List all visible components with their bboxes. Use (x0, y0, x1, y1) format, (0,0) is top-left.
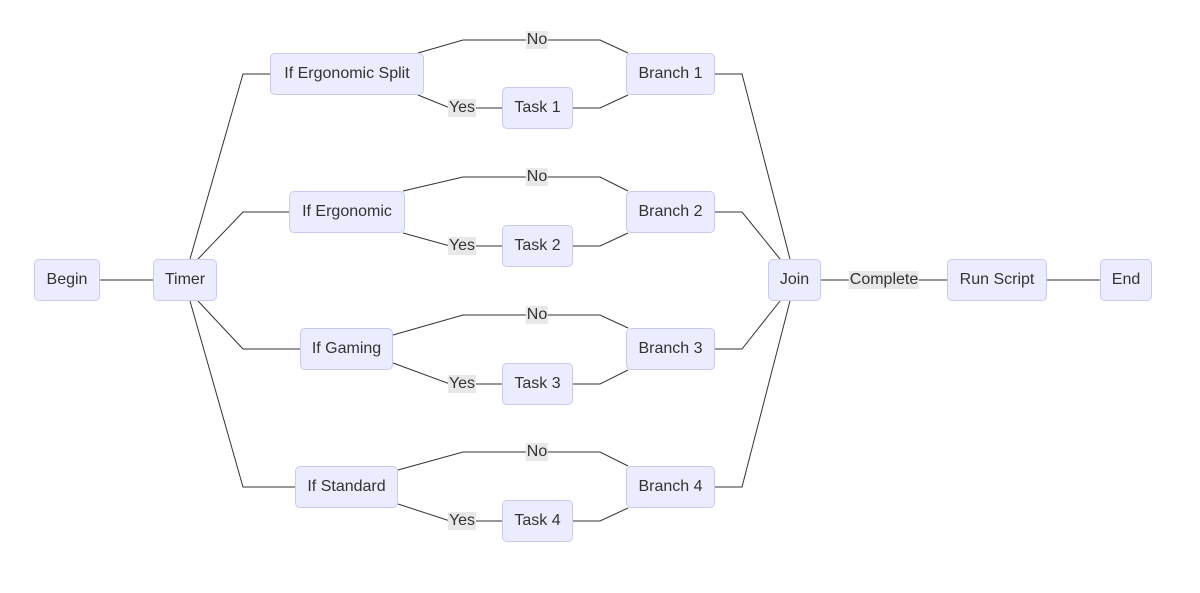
edge-branch1-join (715, 73, 791, 260)
node-branch-2[interactable]: Branch 2 (626, 191, 715, 233)
node-task-2[interactable]: Task 2 (502, 225, 573, 267)
node-begin[interactable]: Begin (34, 259, 100, 301)
edge-task4-branch4 (573, 507, 629, 522)
edge-label-complete: Complete (848, 271, 920, 289)
edge-if3-no (392, 314, 629, 336)
node-if-ergonomic[interactable]: If Ergonomic (289, 191, 405, 233)
edge-label-yes-3: Yes (447, 375, 477, 393)
node-task-3[interactable]: Task 3 (502, 363, 573, 405)
node-branch-1[interactable]: Branch 1 (626, 53, 715, 95)
edge-task2-branch2 (573, 232, 629, 247)
edge-label-yes-1: Yes (447, 99, 477, 117)
edge-if2-no (402, 176, 629, 192)
edge-task3-branch3 (573, 369, 629, 385)
node-task-4[interactable]: Task 4 (502, 500, 573, 542)
node-join[interactable]: Join (768, 259, 821, 301)
edge-branch3-join (715, 300, 781, 350)
edge-label-no-1: No (525, 31, 549, 49)
edge-timer-if3 (197, 300, 300, 350)
node-if-ergonomic-split[interactable]: If Ergonomic Split (270, 53, 424, 95)
edge-if4-no (397, 451, 629, 471)
edge-if1-no (417, 39, 629, 54)
node-branch-4[interactable]: Branch 4 (626, 466, 715, 508)
edge-task1-branch1 (573, 94, 629, 109)
edge-branch4-join (715, 300, 791, 488)
edge-label-yes-2: Yes (447, 237, 477, 255)
node-task-1[interactable]: Task 1 (502, 87, 573, 129)
node-if-gaming[interactable]: If Gaming (300, 328, 393, 370)
edge-timer-if1 (189, 73, 270, 260)
edge-timer-if4 (189, 300, 295, 488)
edge-label-no-4: No (525, 443, 549, 461)
edge-label-no-3: No (525, 306, 549, 324)
edge-label-no-2: No (525, 168, 549, 186)
node-run-script[interactable]: Run Script (947, 259, 1047, 301)
node-timer[interactable]: Timer (153, 259, 217, 301)
node-branch-3[interactable]: Branch 3 (626, 328, 715, 370)
node-if-standard[interactable]: If Standard (295, 466, 398, 508)
edge-branch2-join (715, 211, 781, 260)
edge-label-yes-4: Yes (447, 512, 477, 530)
node-end[interactable]: End (1100, 259, 1152, 301)
edge-timer-if2 (197, 211, 289, 260)
